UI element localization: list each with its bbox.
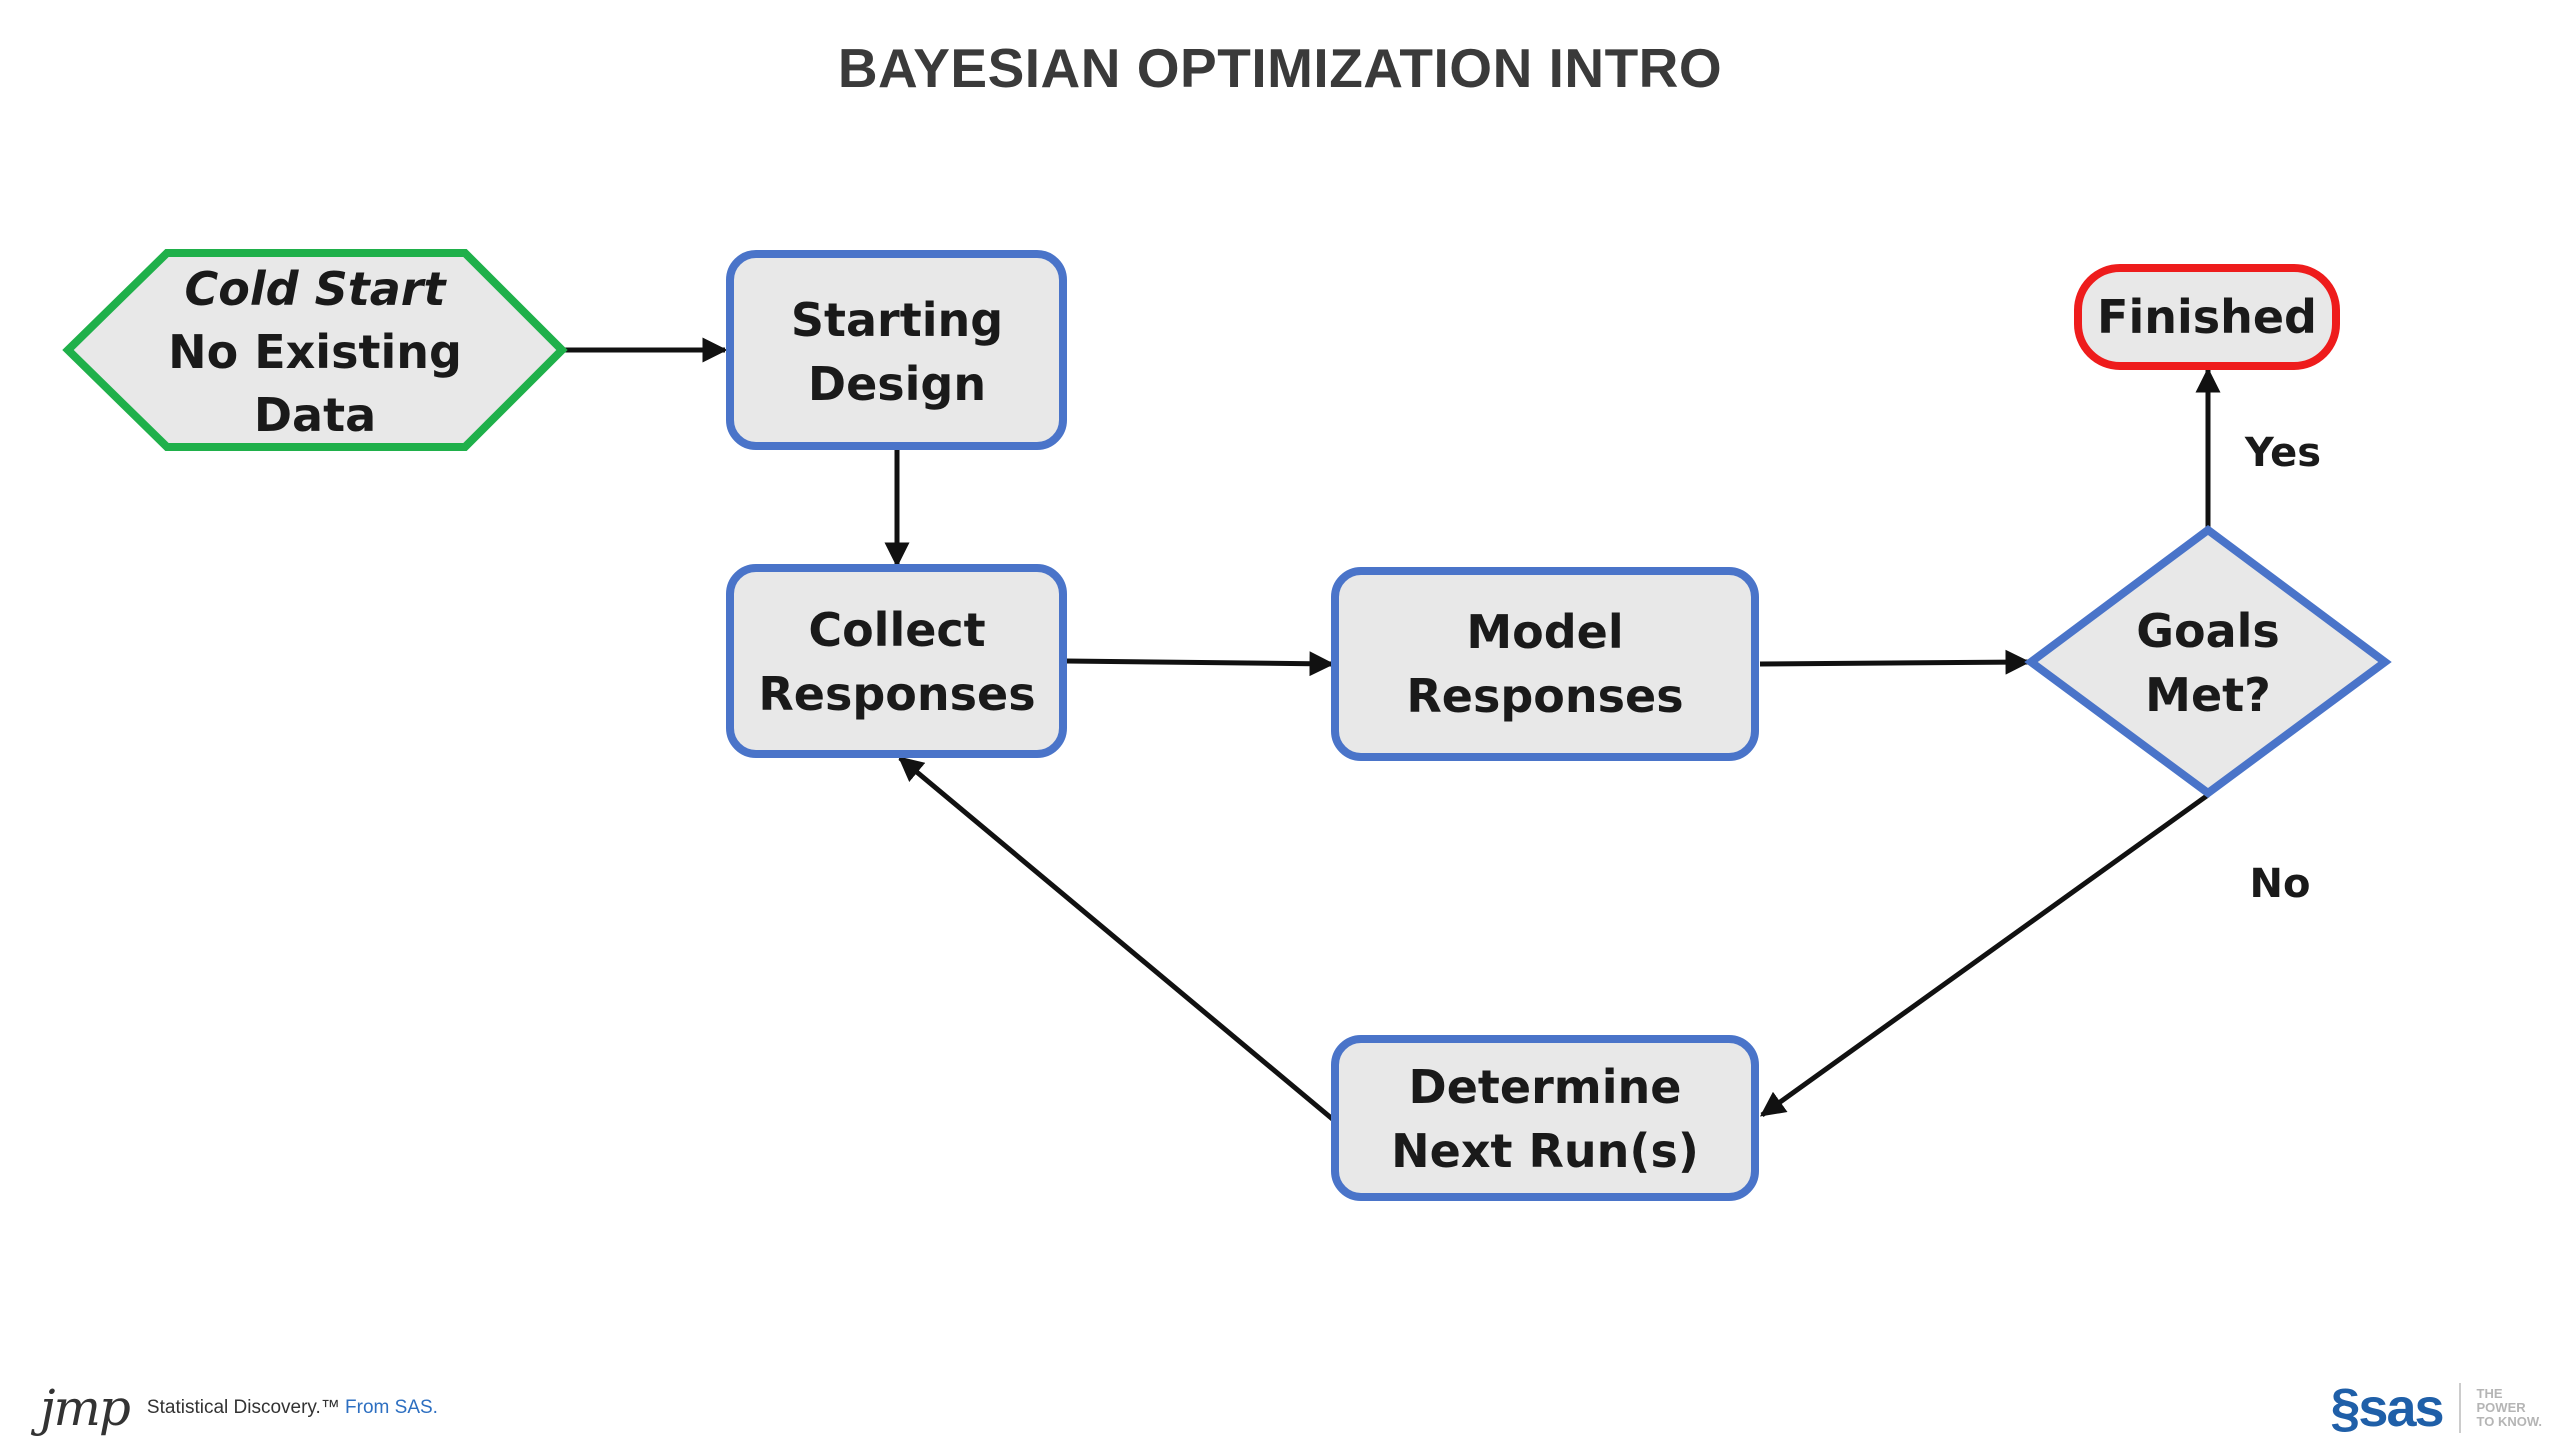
node-model-responses: Model Responses (1331, 567, 1759, 761)
node-starting-design: Starting Design (726, 250, 1067, 450)
sas-divider (2458, 1383, 2461, 1433)
cold-start-label-2: No Existing (168, 325, 462, 379)
edge-model-to-goals (1759, 649, 2031, 675)
goals-met-label-2: Met? (2145, 668, 2271, 722)
sas-branding: §sas THE POWER TO KNOW. (2330, 1378, 2542, 1438)
node-goals-met: Goals Met? (2024, 525, 2392, 798)
sas-slogan-line-3: TO KNOW. (2476, 1414, 2542, 1429)
collect-responses-label-1: Collect (808, 603, 985, 657)
sas-slogan: THE POWER TO KNOW. (2477, 1387, 2542, 1429)
sas-slogan-line-2: POWER (2476, 1400, 2526, 1415)
slide-title: BAYESIAN OPTIMIZATION INTRO (837, 37, 1723, 99)
cold-start-label-3: Data (254, 388, 376, 442)
edge-goals-to-determine (1759, 792, 2210, 1118)
model-responses-label-1: Model (1466, 605, 1623, 659)
collect-responses-label-2: Responses (758, 667, 1035, 721)
node-finished: Finished (2074, 264, 2340, 370)
starting-design-label-1: Starting (791, 293, 1003, 347)
edge-determine-to-collect (898, 756, 1338, 1124)
finished-label: Finished (2097, 290, 2317, 344)
jmp-logo: jmp (40, 1379, 131, 1437)
goals-met-label-1: Goals (2136, 604, 2280, 658)
edge-label-yes: Yes (2244, 430, 2321, 476)
jmp-tagline: Statistical Discovery.™ From SAS. (147, 1397, 438, 1419)
edge-collect-to-model (1065, 651, 1335, 677)
tagline-from: From SAS. (339, 1397, 438, 1418)
cold-start-label-1: Cold Start (185, 262, 448, 316)
edge-label-no: No (2250, 861, 2311, 907)
node-collect-responses: Collect Responses (726, 564, 1067, 758)
determine-label-2: Next Run(s) (1391, 1124, 1699, 1178)
model-responses-label-2: Responses (1406, 669, 1683, 723)
starting-design-label-2: Design (808, 357, 986, 411)
jmp-branding: jmp Statistical Discovery.™ From SAS. (40, 1378, 438, 1438)
sas-logo: §sas (2330, 1378, 2444, 1438)
determine-label-1: Determine (1409, 1060, 1682, 1114)
node-cold-start: Cold Start No Existing Data (62, 249, 568, 451)
sas-slogan-line-1: THE (2476, 1386, 2503, 1401)
node-determine-next-runs: Determine Next Run(s) (1331, 1035, 1759, 1201)
tagline-main: Statistical Discovery.™ (146, 1397, 340, 1418)
